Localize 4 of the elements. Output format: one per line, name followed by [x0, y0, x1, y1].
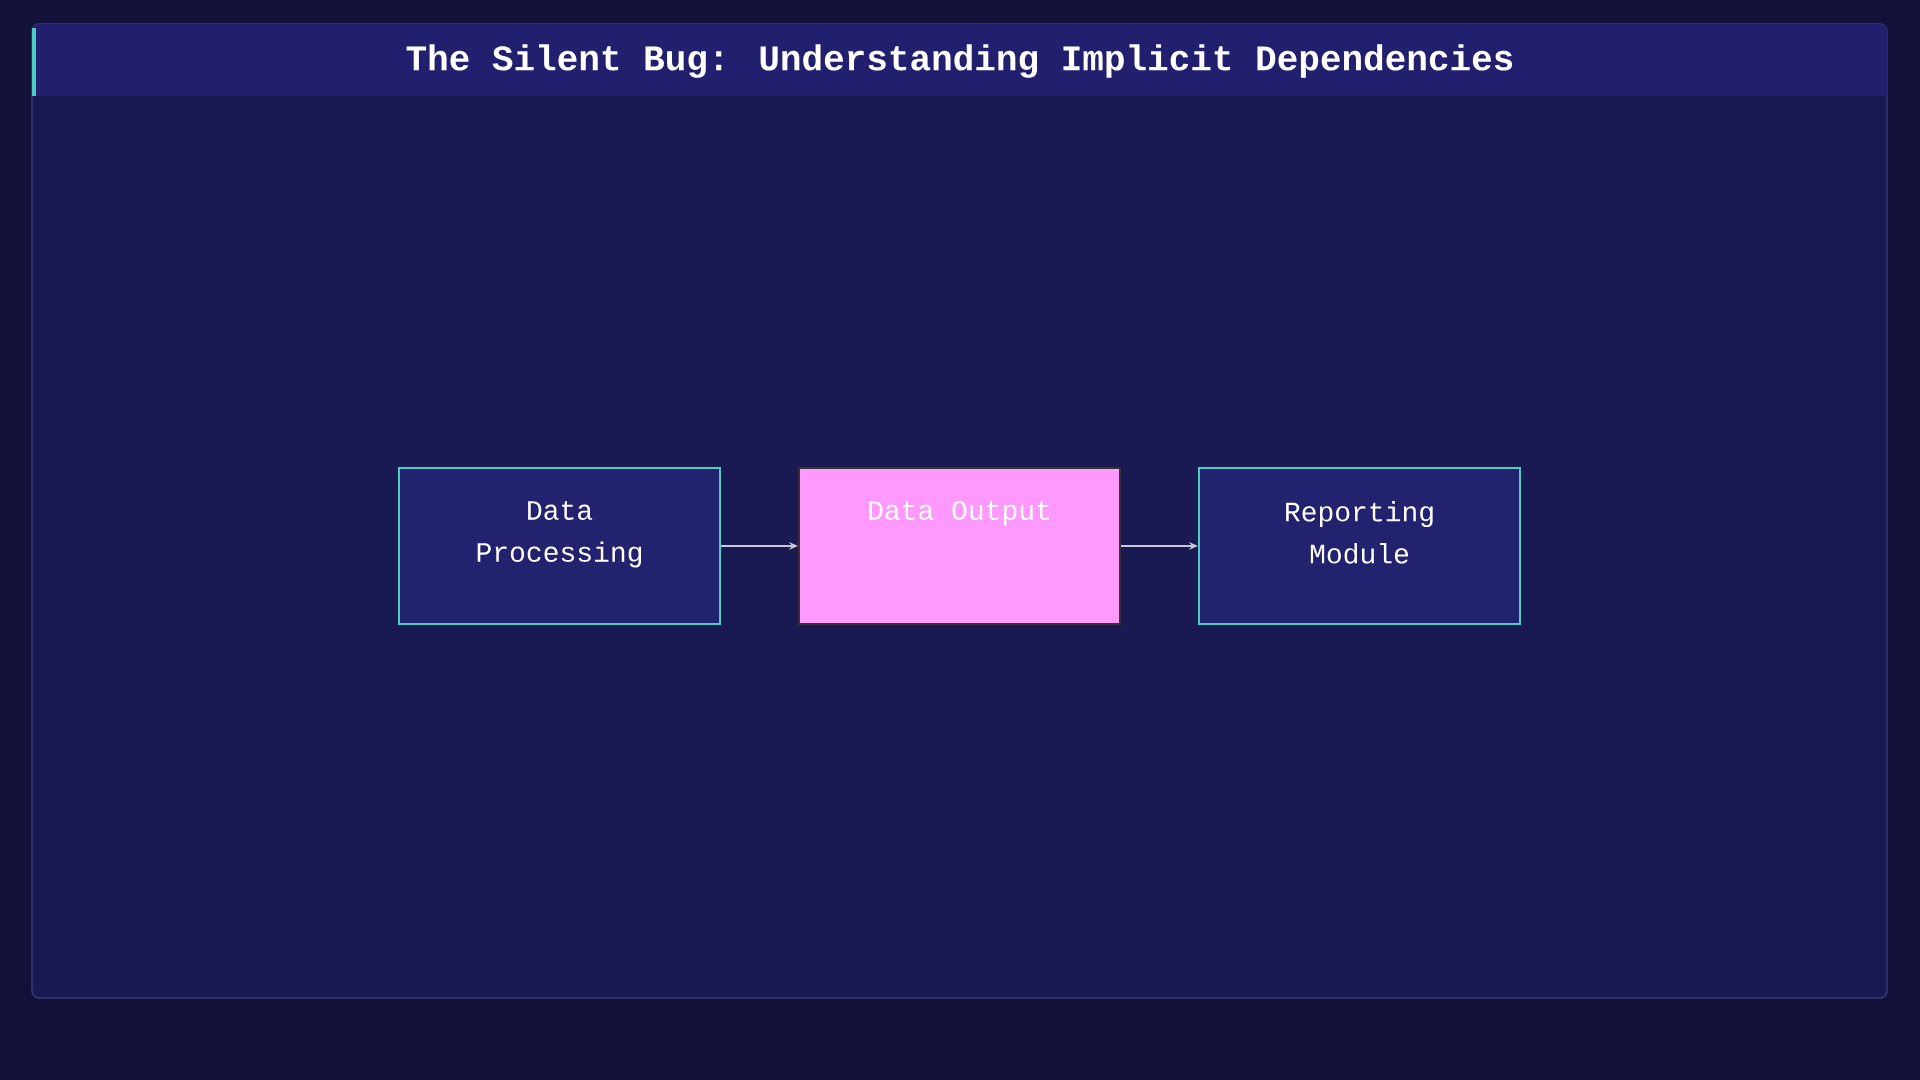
- title-bar: The Silent Bug: Understanding Implicit Dependencies: [32, 24, 1887, 96]
- process-box: Reporting Module: [1198, 467, 1521, 625]
- process-box: Data Processing: [398, 467, 721, 625]
- process-box: Data Output: [798, 467, 1121, 625]
